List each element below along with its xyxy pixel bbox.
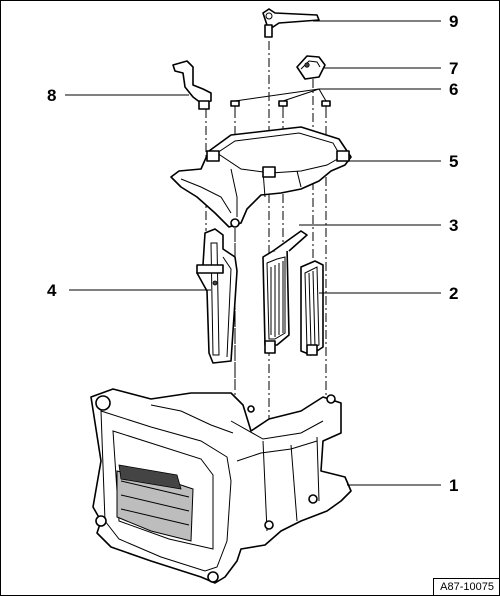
part-3-heat-exchanger [262, 230, 308, 354]
part-9-lever [262, 8, 320, 38]
callout-6: 6 [449, 80, 459, 99]
part-1-main-housing [90, 388, 352, 584]
part-6-screws [230, 100, 331, 115]
part-2-filter-frame [300, 260, 324, 356]
part-7-servo [296, 55, 326, 80]
callout-8: 8 [47, 86, 57, 105]
callout-7: 7 [449, 59, 459, 78]
part-4-flap-frame [196, 228, 238, 364]
part-8-bracket [172, 60, 212, 110]
callout-1: 1 [449, 476, 459, 495]
figure-reference: A87-10075 [433, 578, 499, 595]
callout-5: 5 [449, 152, 459, 171]
callout-3: 3 [449, 216, 459, 235]
part-5-upper-cover [170, 126, 352, 228]
callout-4: 4 [47, 281, 57, 300]
leader-lines [65, 20, 441, 486]
callout-9: 9 [449, 12, 459, 31]
callout-2: 2 [449, 284, 459, 303]
